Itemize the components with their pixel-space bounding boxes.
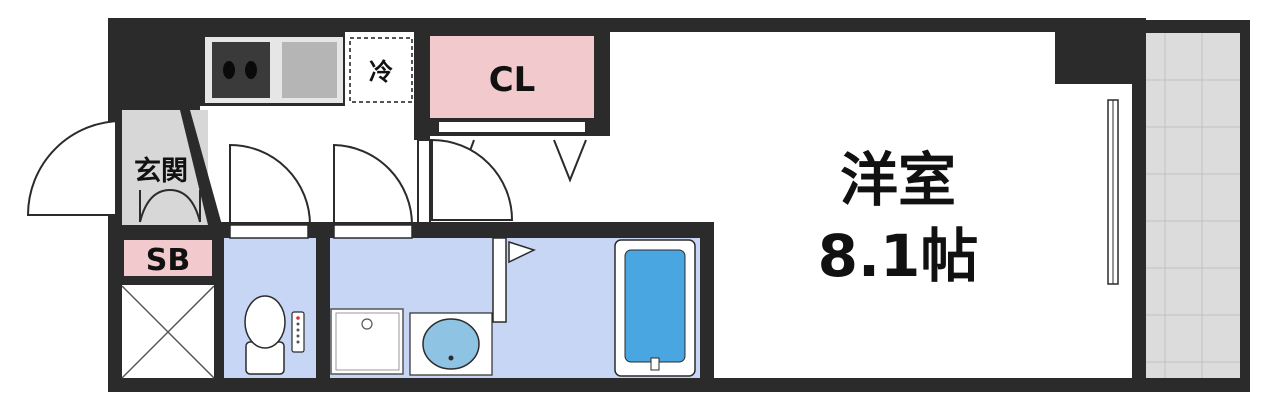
sink	[282, 42, 337, 98]
western-room-size: 8.1帖	[818, 222, 979, 290]
shoe-box-label: SB	[146, 243, 190, 278]
burner-icon	[223, 61, 235, 79]
bath-door	[492, 237, 507, 323]
washbasin-icon	[409, 312, 493, 376]
wall-chunk	[122, 32, 200, 110]
remote-panel-icon	[291, 311, 305, 353]
pipe-shaft	[121, 225, 224, 385]
kitchen-wall	[414, 32, 430, 140]
toilet-icon	[244, 295, 286, 375]
closet-door-swing	[553, 139, 587, 183]
toilet-room	[224, 224, 330, 385]
inner-door-swing	[139, 188, 201, 223]
shoe-box: SB	[122, 225, 216, 285]
bathroom	[492, 237, 700, 378]
washing-machine-space	[330, 308, 404, 375]
entrance-label: 玄関	[134, 155, 188, 187]
column-corner	[1055, 32, 1132, 84]
fridge-space: 冷	[349, 37, 413, 103]
stove	[212, 42, 270, 98]
entrance-door-swing	[26, 120, 123, 216]
kitchen-counter	[200, 32, 345, 106]
wet-area-wall	[700, 222, 714, 382]
window	[1107, 99, 1119, 285]
hall-doors	[229, 138, 514, 226]
western-room-name: 洋室	[840, 146, 956, 214]
closet: CL	[430, 32, 610, 183]
bathtub-icon	[614, 239, 696, 377]
washroom	[330, 224, 506, 378]
burner-icon	[245, 61, 257, 79]
closet-label: CL	[489, 60, 536, 100]
entrance: 玄関	[26, 110, 222, 225]
fridge-label: 冷	[369, 58, 393, 86]
